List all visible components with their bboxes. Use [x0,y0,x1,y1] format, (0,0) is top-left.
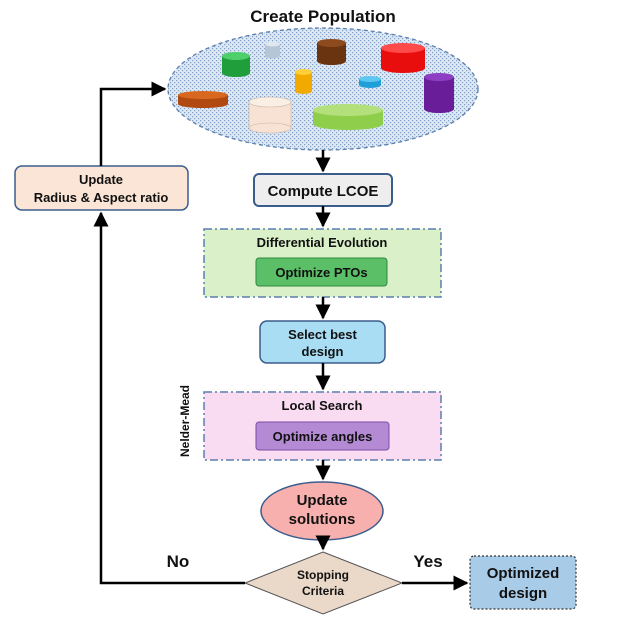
update-radius-line2: Radius & Aspect ratio [34,190,169,205]
cylinder-orange-flat [178,91,228,108]
stopping-criteria-node [243,551,404,615]
optimize-ptos-label: Optimize PTOs [275,265,367,280]
population-title: Create Population [250,7,395,26]
cylinder-lime-flat [313,104,383,130]
branch-yes-label: Yes [413,552,442,571]
optimize-angles-label: Optimize angles [273,429,373,444]
differential-evolution-title: Differential Evolution [257,235,388,250]
update-solutions-line2: solutions [289,511,356,528]
arrow-update-radius-to-population [99,81,167,166]
arrow-no-to-update-radius [93,211,245,585]
cylinder-brown [317,39,346,65]
optimize-angles-node [255,421,390,451]
local-search-title: Local Search [282,398,363,413]
cylinder-red [381,43,425,73]
cylinder-yellow [295,69,312,94]
update-radius-line1: Update [79,172,123,187]
optimized-design-line2: design [499,585,547,602]
optimized-design-node [469,555,577,610]
update-solutions-line1: Update [297,492,348,509]
optimized-design-line1: Optimized [487,565,560,582]
nelder-mead-label: Nelder-Mead [178,385,192,457]
select-best-line2: design [302,344,344,359]
select-best-line1: Select best [288,327,357,342]
cylinder-blue-small [359,76,381,88]
cylinder-peach [248,96,292,134]
cylinder-purple [424,73,454,113]
cylinder-green-small [222,52,250,77]
optimize-ptos-node [255,257,388,287]
cylinder-grey-small [265,41,280,59]
branch-no-label: No [167,552,190,571]
stopping-criteria-line2: Criteria [302,584,344,598]
stopping-criteria-line1: Stopping [297,568,349,582]
compute-lcoe-label: Compute LCOE [268,183,379,200]
